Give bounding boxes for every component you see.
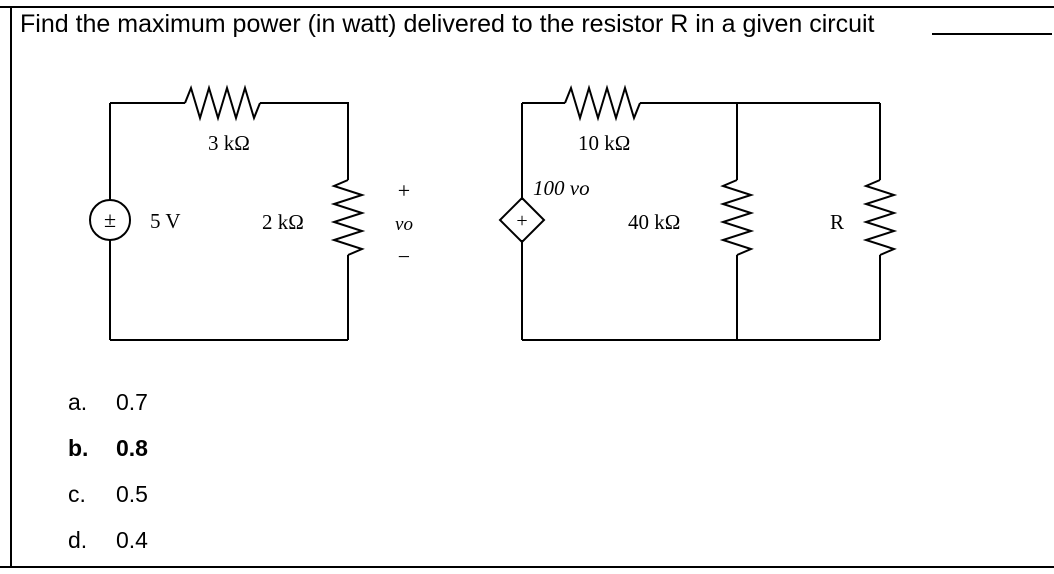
option-letter: c. — [68, 481, 86, 507]
source-symbol: ± — [104, 207, 116, 232]
r-shunt-label: 2 kΩ — [262, 210, 304, 234]
vo-plus: + — [398, 178, 410, 203]
option-letter: b. — [68, 435, 89, 461]
series-resistor-3k — [184, 84, 261, 122]
frame-bottom-border — [0, 566, 1054, 568]
dependent-source-diamond — [498, 196, 546, 244]
option-d[interactable]: d. 0.4 — [68, 522, 148, 568]
voltage-source-5v — [89, 199, 131, 241]
option-b[interactable]: b. 0.8 — [68, 430, 148, 476]
vo-label: vo — [395, 214, 413, 235]
resistor-r-load — [862, 179, 898, 256]
option-value: 0.8 — [116, 435, 148, 461]
r-series-label: 3 kΩ — [208, 131, 250, 155]
r-40k-label: 40 kΩ — [628, 210, 680, 234]
option-letter: a. — [68, 389, 88, 415]
r-load-label: R — [830, 210, 844, 234]
resistor-10k — [564, 84, 641, 122]
circuit-diagram: ± 5 V 3 kΩ 2 kΩ + vo − + 100 vo 10 kΩ 40… — [89, 84, 898, 341]
dep-source-symbol: + — [516, 210, 527, 232]
option-value: 0.4 — [116, 527, 148, 553]
dep-source-label: 100 vo — [533, 176, 590, 200]
r-10k-label: 10 kΩ — [578, 131, 630, 155]
option-value: 0.7 — [116, 389, 148, 415]
frame-left-border — [10, 6, 12, 568]
answer-blank[interactable] — [932, 33, 1052, 35]
frame-top-border — [0, 6, 1054, 8]
option-letter: d. — [68, 527, 88, 553]
option-value: 0.5 — [116, 481, 148, 507]
vo-minus: − — [398, 244, 410, 269]
resistor-40k — [719, 179, 755, 256]
question-text: Find the maximum power (in watt) deliver… — [20, 10, 875, 38]
left-wire-top-right — [260, 102, 349, 180]
shunt-resistor-2k — [330, 179, 366, 256]
source-label: 5 V — [150, 209, 181, 233]
option-a[interactable]: a. 0.7 — [68, 384, 148, 430]
option-c[interactable]: c. 0.5 — [68, 476, 148, 522]
answer-options: a. 0.7 b. 0.8 c. 0.5 d. 0.4 — [68, 384, 148, 568]
